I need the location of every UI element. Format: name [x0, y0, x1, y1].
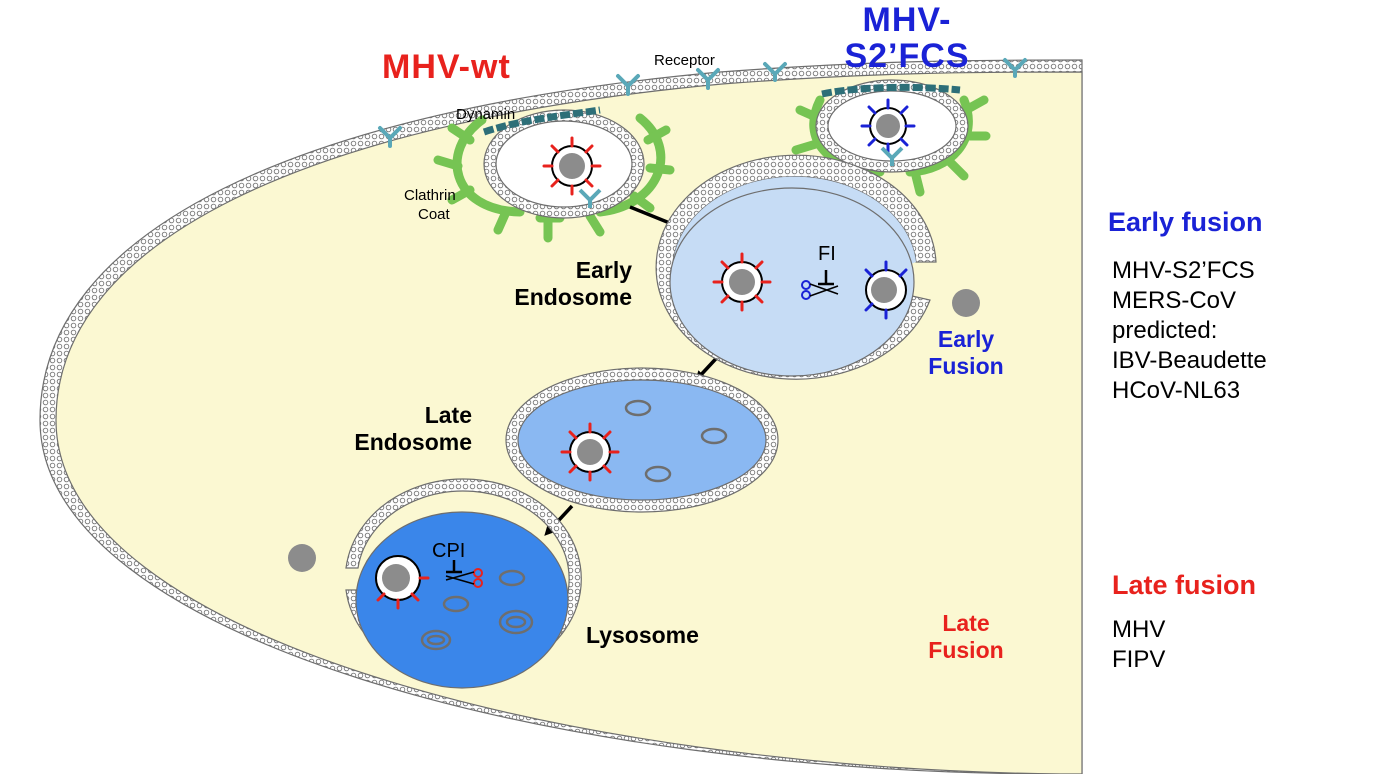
released-genome — [952, 289, 980, 317]
cpi-inhibitor-label: CPI — [432, 540, 466, 562]
late-endosome — [505, 367, 779, 513]
legend-early-item: MERS-CoV — [1112, 287, 1237, 314]
legend-early-title: Early fusion — [1108, 207, 1263, 237]
virion-fcs — [860, 98, 916, 154]
clathrin-coat — [433, 113, 675, 243]
receptor-icon — [880, 146, 904, 166]
early-fusion-label: Early Fusion — [896, 326, 1036, 380]
late-endosome-label-line1: Late — [424, 402, 472, 428]
legend-early-item: MHV-S2’FCS — [1112, 257, 1255, 284]
early-endosome — [655, 154, 980, 380]
lysosome-label: Lysosome — [586, 622, 699, 648]
intraluminal-vesicles — [624, 399, 728, 483]
lysosome — [288, 478, 582, 689]
early-fusion-label-line1: Early — [937, 326, 995, 352]
early-endosome-label-line2: Endosome — [514, 284, 632, 310]
virion-wt — [560, 422, 620, 482]
inhibition-bar-icon — [818, 270, 834, 286]
receptor-icon — [1003, 58, 1027, 78]
early-endosome-label-line1: Early — [575, 257, 632, 283]
fusing-virion-fcs — [864, 260, 908, 320]
virus-label-fcs-line2: S2’FCS — [844, 37, 970, 75]
late-fusion-label-line2: Fusion — [928, 637, 1004, 663]
dynamin-collar — [482, 106, 601, 136]
virus-label-fcs: MHV- S2’FCS — [812, 2, 1002, 74]
released-genome — [288, 544, 316, 572]
legend-late-title: Late fusion — [1112, 570, 1257, 600]
clathrin-coated-pit-fcs — [791, 79, 991, 197]
late-endosome-label-line2: Endosome — [354, 429, 472, 455]
intraluminal-vesicles — [420, 569, 534, 651]
clathrin-label-line1: Clathrin — [404, 187, 456, 204]
legend-late-item: FIPV — [1112, 646, 1166, 673]
receptor-icon — [378, 126, 402, 148]
dynamin-label: Dynamin — [456, 106, 516, 123]
dynamin-collar — [821, 83, 961, 98]
virus-label-wt: MHV-wt — [382, 48, 511, 86]
legend-early-list: MHV-S2’FCS MERS-CoV predicted: IBV-Beaud… — [1112, 256, 1267, 406]
late-endosome-label: Late Endosome — [250, 402, 472, 456]
receptor-icon — [763, 62, 787, 82]
clathrin-label-line2: Coat — [418, 206, 450, 223]
late-fusion-label-line1: Late — [942, 610, 990, 636]
lysosome-membrane — [345, 478, 582, 680]
virion-wt — [542, 136, 602, 196]
legend-early-item: predicted: — [1112, 317, 1218, 344]
early-fusion-label-line2: Fusion — [928, 353, 1004, 379]
late-fusion-label: Late Fusion — [896, 610, 1036, 664]
inhibition-bar-icon — [446, 560, 462, 574]
legend-early-item: IBV-Beaudette — [1112, 347, 1267, 374]
receptor-icon — [578, 188, 602, 208]
virion-wt — [712, 252, 772, 312]
receptor-label: Receptor — [654, 52, 715, 69]
clathrin-coated-pit-wt — [433, 106, 675, 243]
legend-late-item: MHV — [1112, 616, 1166, 643]
legend-late-list: MHV FIPV — [1112, 615, 1165, 675]
receptor-icon — [616, 74, 640, 96]
early-endosome-label: Early Endosome — [410, 257, 632, 311]
clathrin-coat-label: Clathrin Coat — [404, 186, 456, 224]
virus-label-fcs-line1: MHV- — [862, 1, 952, 39]
receptor-icon — [696, 68, 720, 90]
fi-inhibitor-label: FI — [818, 243, 836, 265]
fusing-virion-wt — [375, 555, 430, 610]
receptors — [378, 58, 1027, 148]
protease-scissors-icon — [445, 568, 483, 588]
protease-scissors-icon — [801, 280, 839, 300]
legend-early-item: HCoV-NL63 — [1112, 377, 1241, 404]
